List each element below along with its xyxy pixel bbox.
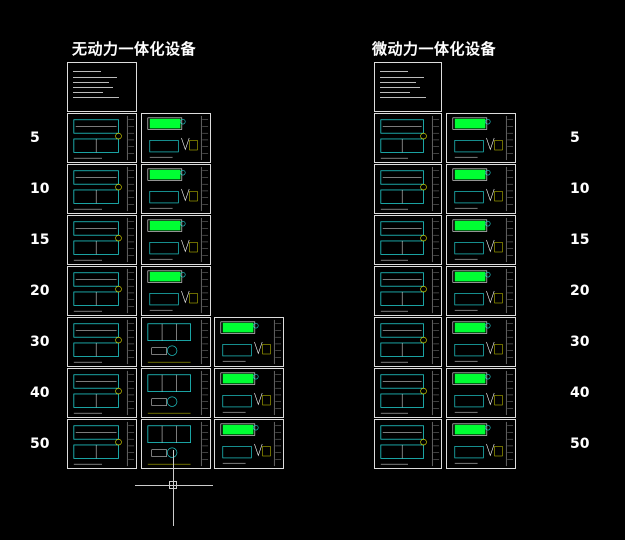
left-cover-sheet[interactable] xyxy=(67,62,137,112)
left-sheet-detail-10[interactable] xyxy=(141,164,211,214)
left-sheet-detail-15[interactable] xyxy=(141,215,211,265)
left-label-15: 15 xyxy=(30,232,50,248)
left-sheet-detail-20[interactable] xyxy=(141,266,211,316)
right-label-5: 5 xyxy=(570,130,580,146)
left-sheet-detail-30[interactable] xyxy=(141,317,211,367)
left-label-40: 40 xyxy=(30,385,50,401)
right-sheet-plan-50[interactable] xyxy=(374,419,442,469)
right-label-30: 30 xyxy=(570,334,590,350)
right-group-title: 微动力一体化设备 xyxy=(372,40,497,58)
right-sheet-detail-5[interactable] xyxy=(446,113,516,163)
left-label-5: 5 xyxy=(30,130,40,146)
right-sheet-plan-10[interactable] xyxy=(374,164,442,214)
left-sheet-plan-30[interactable] xyxy=(67,317,137,367)
left-sheet-detail-40[interactable] xyxy=(141,368,211,418)
right-label-10: 10 xyxy=(570,181,590,197)
left-sheet-plan-50[interactable] xyxy=(67,419,137,469)
right-sheet-detail-40[interactable] xyxy=(446,368,516,418)
right-sheet-plan-30[interactable] xyxy=(374,317,442,367)
left-sheet-plan-5[interactable] xyxy=(67,113,137,163)
left-sheet-plan-15[interactable] xyxy=(67,215,137,265)
right-sheet-detail-20[interactable] xyxy=(446,266,516,316)
left-group-title: 无动力一体化设备 xyxy=(72,40,197,58)
left-sheet-plan-20[interactable] xyxy=(67,266,137,316)
right-label-50: 50 xyxy=(570,436,590,452)
right-sheet-plan-20[interactable] xyxy=(374,266,442,316)
left-sheet-extra-50[interactable] xyxy=(214,419,284,469)
right-sheet-detail-15[interactable] xyxy=(446,215,516,265)
left-label-20: 20 xyxy=(30,283,50,299)
right-sheet-plan-5[interactable] xyxy=(374,113,442,163)
right-sheet-plan-40[interactable] xyxy=(374,368,442,418)
left-sheet-plan-10[interactable] xyxy=(67,164,137,214)
left-label-10: 10 xyxy=(30,181,50,197)
right-cover-sheet[interactable] xyxy=(374,62,442,112)
left-sheet-plan-40[interactable] xyxy=(67,368,137,418)
left-sheet-detail-5[interactable] xyxy=(141,113,211,163)
right-sheet-plan-15[interactable] xyxy=(374,215,442,265)
right-label-40: 40 xyxy=(570,385,590,401)
left-sheet-extra-40[interactable] xyxy=(214,368,284,418)
right-label-15: 15 xyxy=(570,232,590,248)
left-label-50: 50 xyxy=(30,436,50,452)
left-label-30: 30 xyxy=(30,334,50,350)
right-sheet-detail-10[interactable] xyxy=(446,164,516,214)
right-label-20: 20 xyxy=(570,283,590,299)
right-sheet-detail-50[interactable] xyxy=(446,419,516,469)
right-sheet-detail-30[interactable] xyxy=(446,317,516,367)
left-sheet-extra-30[interactable] xyxy=(214,317,284,367)
left-sheet-detail-50[interactable] xyxy=(141,419,211,469)
